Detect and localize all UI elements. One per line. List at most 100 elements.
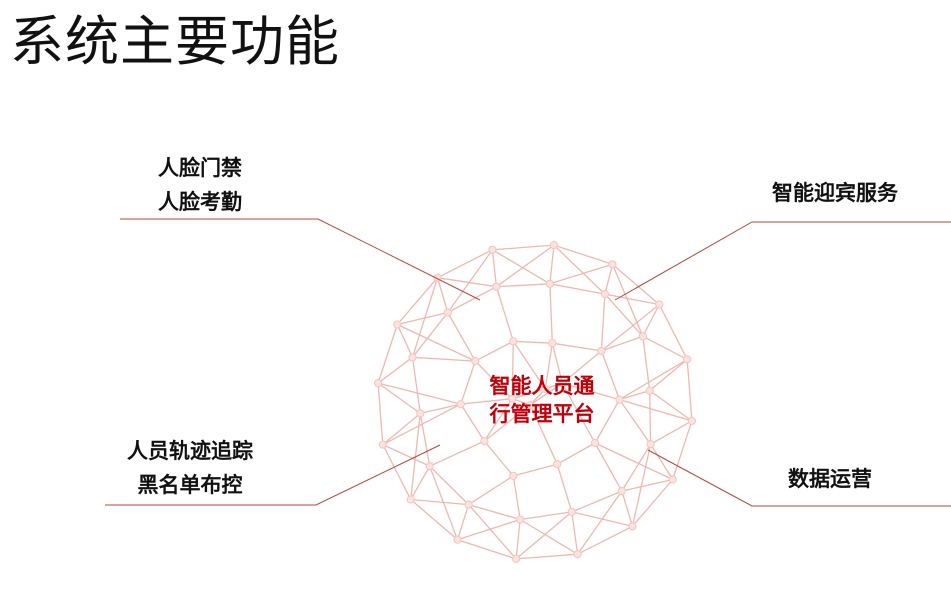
mesh-edge <box>549 283 606 295</box>
mesh-edge <box>429 440 485 467</box>
mesh-edge <box>447 286 497 314</box>
mesh-edge <box>577 525 633 555</box>
feature-label: 人脸门禁 <box>158 156 242 180</box>
center-label-line: 智能人员通 <box>489 374 595 398</box>
mesh-node <box>408 353 417 362</box>
mesh-edge <box>437 249 493 279</box>
mesh-node <box>516 515 525 524</box>
mesh-edge <box>515 511 573 560</box>
mesh-node <box>573 550 582 559</box>
mesh-node <box>406 495 415 504</box>
mesh-edge <box>460 398 513 405</box>
mesh-edge <box>512 340 546 390</box>
mesh-edge <box>519 518 578 555</box>
mesh-edge <box>496 283 550 288</box>
mesh-edge <box>410 498 469 506</box>
mesh-edge <box>611 264 644 337</box>
mesh-node <box>453 535 462 544</box>
mesh-edge <box>516 553 578 560</box>
mesh-node <box>549 241 559 250</box>
mesh-node <box>608 260 617 269</box>
mesh-edge <box>436 277 449 313</box>
mesh-edge <box>621 443 652 492</box>
mesh-node <box>526 400 535 410</box>
mesh-edge <box>492 244 554 251</box>
mesh-edge <box>511 341 514 399</box>
mesh-edge <box>397 323 476 362</box>
mesh-edge <box>601 335 644 352</box>
mesh-edge <box>437 277 497 288</box>
mesh-node <box>600 290 610 299</box>
mesh-edge <box>412 356 476 362</box>
mesh-edge <box>553 244 606 295</box>
mesh-edge <box>642 335 688 360</box>
mesh-edge <box>556 464 573 513</box>
mesh-edge <box>604 264 614 295</box>
mesh-edge <box>474 360 513 400</box>
mesh-edge <box>553 244 613 265</box>
mesh-edge <box>377 382 461 405</box>
connectors <box>105 218 951 507</box>
mesh-edge <box>377 383 384 445</box>
mesh-edge <box>420 403 461 415</box>
mesh-node <box>590 438 600 448</box>
mesh-edge <box>604 293 660 306</box>
mesh-edge <box>483 404 531 442</box>
mesh-edge <box>552 342 602 352</box>
page-title: 系统主要功能 <box>10 10 340 73</box>
mesh-edge <box>419 413 431 467</box>
mesh-edge <box>495 286 514 342</box>
mesh-edge <box>650 443 674 480</box>
mesh-edge <box>619 358 688 401</box>
mesh-edge <box>468 475 514 506</box>
mesh-edge <box>632 479 674 527</box>
mesh-edge <box>686 359 693 421</box>
mesh-edge <box>631 444 652 527</box>
mesh-node <box>488 245 497 254</box>
mesh-node <box>416 409 425 418</box>
mesh-edge <box>468 503 521 521</box>
mesh-edge <box>618 399 652 445</box>
mesh-edge <box>411 357 421 414</box>
mesh-edge <box>382 444 412 500</box>
mesh-edge <box>672 420 693 480</box>
mesh-edge <box>549 283 553 344</box>
mesh-edge <box>571 511 579 555</box>
mesh-edge <box>513 340 553 344</box>
mesh-edge <box>447 312 476 362</box>
mesh-edge <box>410 499 458 541</box>
mesh-edge <box>377 324 398 384</box>
mesh-edge <box>544 343 553 389</box>
mesh-node <box>512 554 521 564</box>
mesh-edge <box>650 420 693 445</box>
mesh-edge <box>642 336 651 391</box>
mesh-node <box>597 346 606 355</box>
mesh-node <box>425 462 434 471</box>
mesh-edge <box>382 444 430 467</box>
mesh-node <box>492 282 501 291</box>
mesh-node <box>683 355 692 364</box>
mesh-edge <box>377 356 413 384</box>
mesh-node <box>393 320 402 329</box>
mesh-edge <box>621 478 673 492</box>
mesh-edge <box>561 382 596 444</box>
mesh-edge <box>649 390 652 445</box>
mesh-edge <box>621 490 634 527</box>
feature-tracking-blacklist: 人员轨迹追踪 黑名单布控 <box>100 434 280 502</box>
mesh-edge <box>515 519 521 559</box>
mesh-edge <box>513 463 558 477</box>
mesh-edge <box>562 382 620 401</box>
mesh-edge <box>658 304 688 360</box>
mesh-node <box>615 395 624 404</box>
center-platform-label: 智能人员通 行管理平台 <box>462 372 622 428</box>
mesh-node <box>687 416 697 425</box>
mesh-edge <box>577 490 623 555</box>
feature-label: 数据运营 <box>788 467 872 491</box>
mesh-edge <box>429 465 470 506</box>
mesh-node <box>638 332 647 341</box>
feature-face-access: 人脸门禁 人脸考勤 <box>120 151 280 219</box>
mesh-edge <box>411 312 449 358</box>
mesh-edge <box>456 504 470 540</box>
mesh-edge <box>529 382 563 406</box>
mesh-edge <box>619 389 650 401</box>
